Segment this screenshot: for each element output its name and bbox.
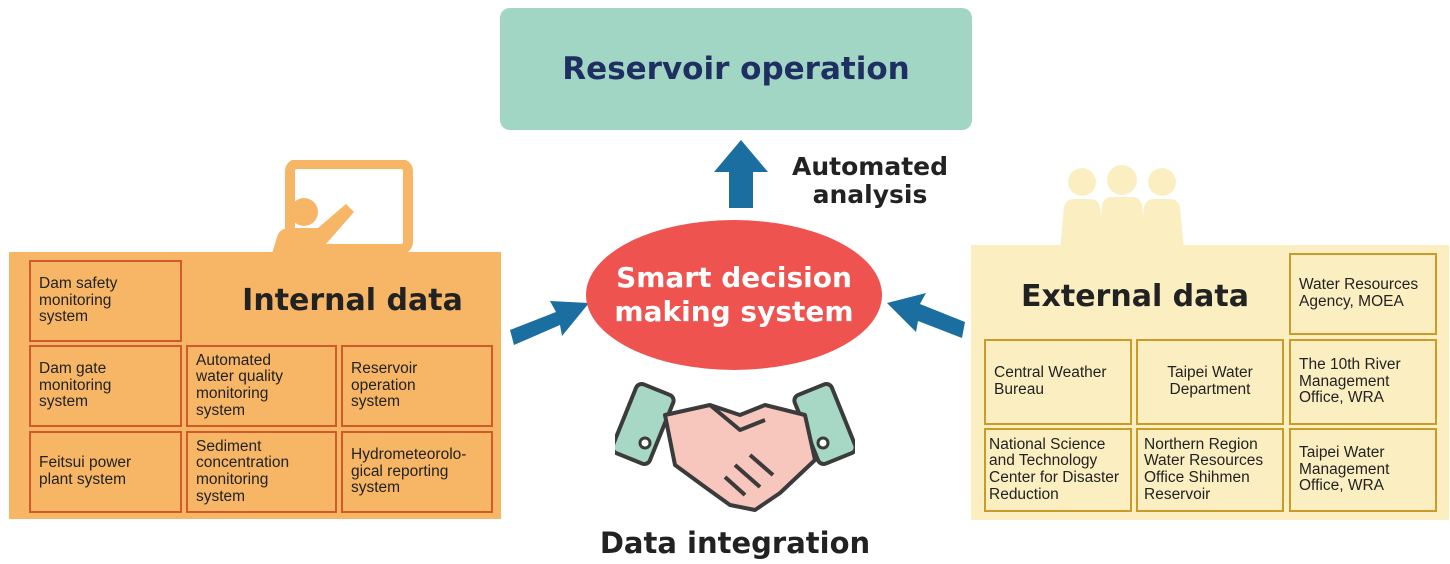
internal-cell-water-quality: Automated water quality monitoring syste… bbox=[186, 345, 337, 427]
external-cell-water-resources-agency: Water Resources Agency, MOEA bbox=[1289, 253, 1437, 335]
internal-cell-sediment: Sediment concentration monitoring system bbox=[186, 431, 337, 513]
automated-analysis-label: Automated analysis bbox=[792, 152, 948, 209]
external-data-title: External data bbox=[1021, 279, 1249, 314]
external-cell-taipei-water-management: Taipei Water Management Office, WRA bbox=[1289, 428, 1437, 512]
external-cell-ncdr: National Science and Technology Center f… bbox=[984, 428, 1132, 512]
external-cell-central-weather: Central Weather Bureau bbox=[984, 339, 1132, 425]
external-cell-taipei-water-dept: Taipei Water Department bbox=[1136, 339, 1284, 425]
internal-data-panel bbox=[9, 252, 501, 519]
external-data-panel bbox=[971, 245, 1449, 520]
arrow-external-to-center bbox=[887, 293, 965, 338]
reservoir-operation-box: Reservoir operation bbox=[500, 8, 972, 130]
arrow-internal-to-center bbox=[510, 301, 589, 345]
people-icon bbox=[1060, 165, 1184, 250]
internal-cell-hydrometeorological: Hydrometeorolo- gical reporting system bbox=[341, 431, 493, 513]
smart-decision-system: Smart decision making system bbox=[586, 220, 882, 370]
data-integration-label: Data integration bbox=[599, 526, 871, 560]
internal-cell-dam-safety: Dam safety monitoring system bbox=[29, 260, 182, 342]
internal-cell-dam-gate: Dam gate monitoring system bbox=[29, 345, 182, 427]
external-cell-tenth-river: The 10th River Management Office, WRA bbox=[1289, 339, 1437, 425]
arrow-up bbox=[714, 140, 768, 208]
internal-cell-reservoir-operation: Reservoir operation system bbox=[341, 345, 493, 427]
handshake-icon bbox=[615, 382, 855, 512]
internal-cell-feitsui: Feitsui power plant system bbox=[29, 431, 182, 513]
reservoir-operation-label: Reservoir operation bbox=[562, 51, 910, 87]
external-cell-northern-region: Northern Region Water Resources Office S… bbox=[1136, 428, 1284, 512]
presenter-icon bbox=[270, 160, 413, 260]
smart-decision-label: Smart decision making system bbox=[614, 261, 854, 328]
internal-data-title: Internal data bbox=[242, 283, 463, 318]
